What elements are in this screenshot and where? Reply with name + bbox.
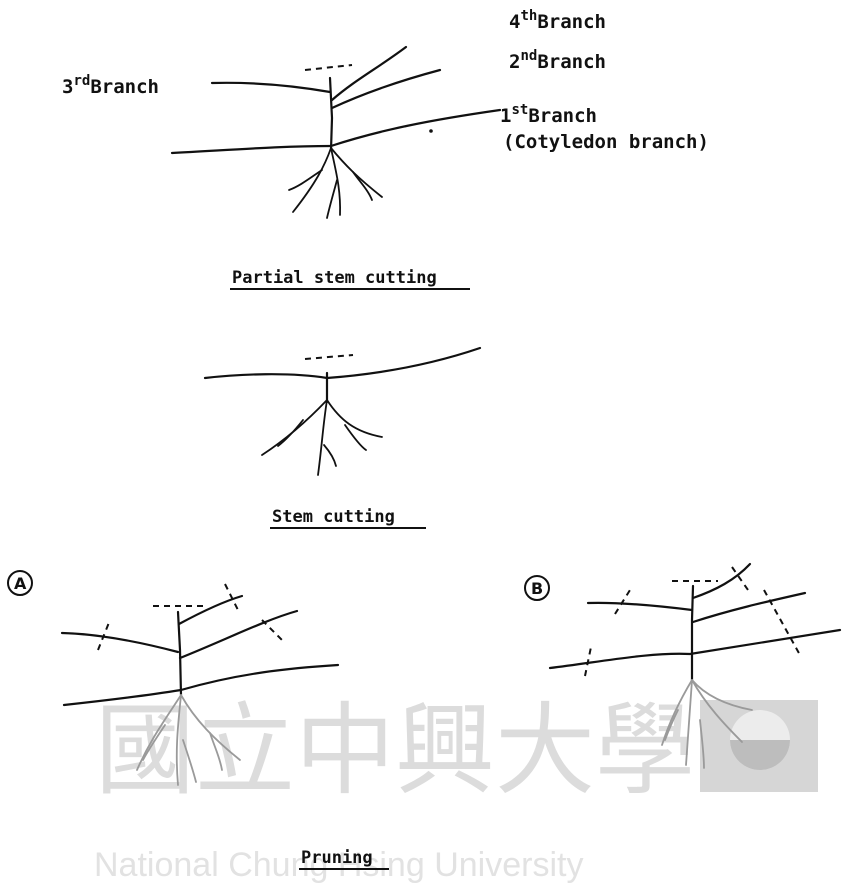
branch-1 — [172, 110, 500, 153]
label-2nd-branch: 2ndBranch — [509, 48, 606, 73]
cut-line-top — [305, 65, 352, 70]
cut-line-2nd — [764, 590, 800, 655]
branch-2 — [332, 70, 440, 108]
cut-line-3rd — [615, 590, 630, 614]
cut-line-top — [305, 355, 353, 359]
watermark-chinese: 國立中興大學 — [95, 692, 695, 809]
label-1st-branch: 1stBranch — [500, 102, 597, 127]
label-3rd-branch: 3rdBranch — [62, 73, 159, 98]
main-stem — [330, 78, 332, 150]
watermark: 國立中興大學 National Chung Hsing University — [94, 692, 818, 884]
figure-stem-cutting: Stem cutting — [205, 348, 480, 528]
dot-mark — [429, 129, 433, 133]
caption-pruning: Pruning — [301, 848, 373, 868]
label-4th-branch: 4thBranch — [509, 8, 606, 33]
branch-2 — [693, 593, 805, 622]
branch-1 — [205, 348, 480, 378]
marker-b-label: B — [531, 579, 543, 598]
caption-partial-stem-cutting: Partial stem cutting — [232, 268, 437, 288]
cut-line-2nd — [262, 620, 282, 640]
branch-4 — [179, 596, 242, 624]
branch-3 — [212, 83, 330, 92]
branch-3 — [62, 633, 178, 652]
main-stem — [692, 586, 693, 682]
caption-stem-cutting: Stem cutting — [272, 507, 395, 527]
watermark-logo — [700, 700, 818, 792]
branch-2 — [180, 611, 297, 658]
label-cotyledon-branch: (Cotyledon branch) — [503, 131, 709, 153]
marker-a-label: A — [14, 574, 27, 593]
roots — [262, 400, 382, 475]
figure-partial-stem-cutting: 4thBranch 2ndBranch 3rdBranch 1stBranch … — [62, 8, 709, 289]
roots — [289, 148, 382, 218]
branch-3 — [588, 603, 692, 610]
